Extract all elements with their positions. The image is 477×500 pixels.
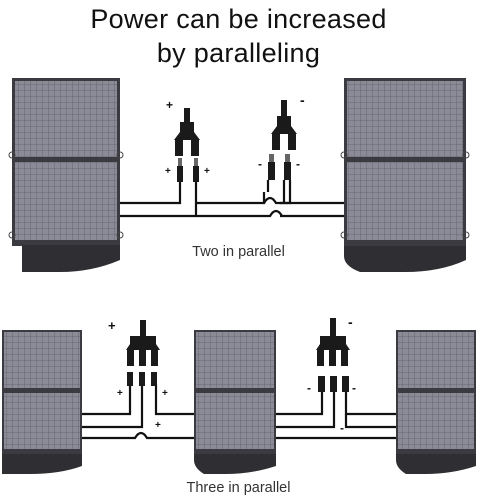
title-line-1: Power can be increased	[90, 4, 387, 34]
caption-three-in-parallel: Three in parallel	[186, 480, 291, 496]
sign-plus-left-2: +	[117, 388, 123, 399]
sign-plus-top-1: +	[166, 98, 173, 112]
sign-minus-right-1: -	[296, 157, 300, 171]
section-three-in-parallel: + - + + - - + -	[2, 314, 476, 474]
cable-group-three-parallel	[80, 384, 398, 440]
sign-minus-top-1: -	[300, 92, 305, 108]
cable-minus-left	[196, 192, 266, 205]
cable-group-two-parallel	[120, 180, 350, 218]
sign-plus-left-1: +	[165, 166, 171, 177]
triple-branch-connector-plus-icon	[126, 320, 160, 386]
sign-minus-top-2: -	[348, 314, 353, 330]
cable3-f	[276, 392, 336, 429]
solar-panel-small-right	[396, 330, 476, 474]
cable3-e	[276, 392, 324, 416]
section-two-in-parallel: + - + + - -	[8, 78, 470, 272]
sign-minus-right-2: -	[352, 381, 356, 395]
cable3-g	[344, 392, 398, 416]
sign-plus-wire-2: +	[155, 420, 161, 431]
sign-minus-left-2: -	[307, 381, 311, 395]
cable3-a	[80, 384, 132, 416]
cable3-b	[80, 384, 144, 429]
cable3-i	[344, 414, 398, 429]
triple-branch-connector-minus-icon	[316, 318, 350, 392]
solar-panel-small-middle	[194, 330, 276, 474]
solar-panel-left	[8, 78, 124, 272]
cable3-c	[154, 384, 196, 416]
sign-plus-right-2: +	[162, 388, 168, 399]
cable-plus-left	[120, 180, 182, 205]
sign-plus-mid-1: +	[204, 166, 210, 177]
cable3-d	[80, 431, 196, 440]
solar-panel-small-left	[2, 330, 82, 474]
solar-panel-right	[340, 78, 470, 272]
y-branch-connector-minus-icon	[268, 100, 297, 180]
caption-two-in-parallel: Two in parallel	[192, 244, 285, 260]
sign-minus-left-1: -	[258, 157, 262, 171]
title-line-2: by paralleling	[156, 38, 321, 68]
cable-bridge-1	[263, 180, 292, 205]
y-branch-connector-plus-icon	[174, 108, 200, 182]
sign-minus-wire-2: -	[340, 421, 344, 435]
cable-bridge-2	[196, 209, 283, 218]
cable-plus-mid	[120, 180, 198, 218]
sign-plus-top-2: +	[108, 318, 116, 333]
